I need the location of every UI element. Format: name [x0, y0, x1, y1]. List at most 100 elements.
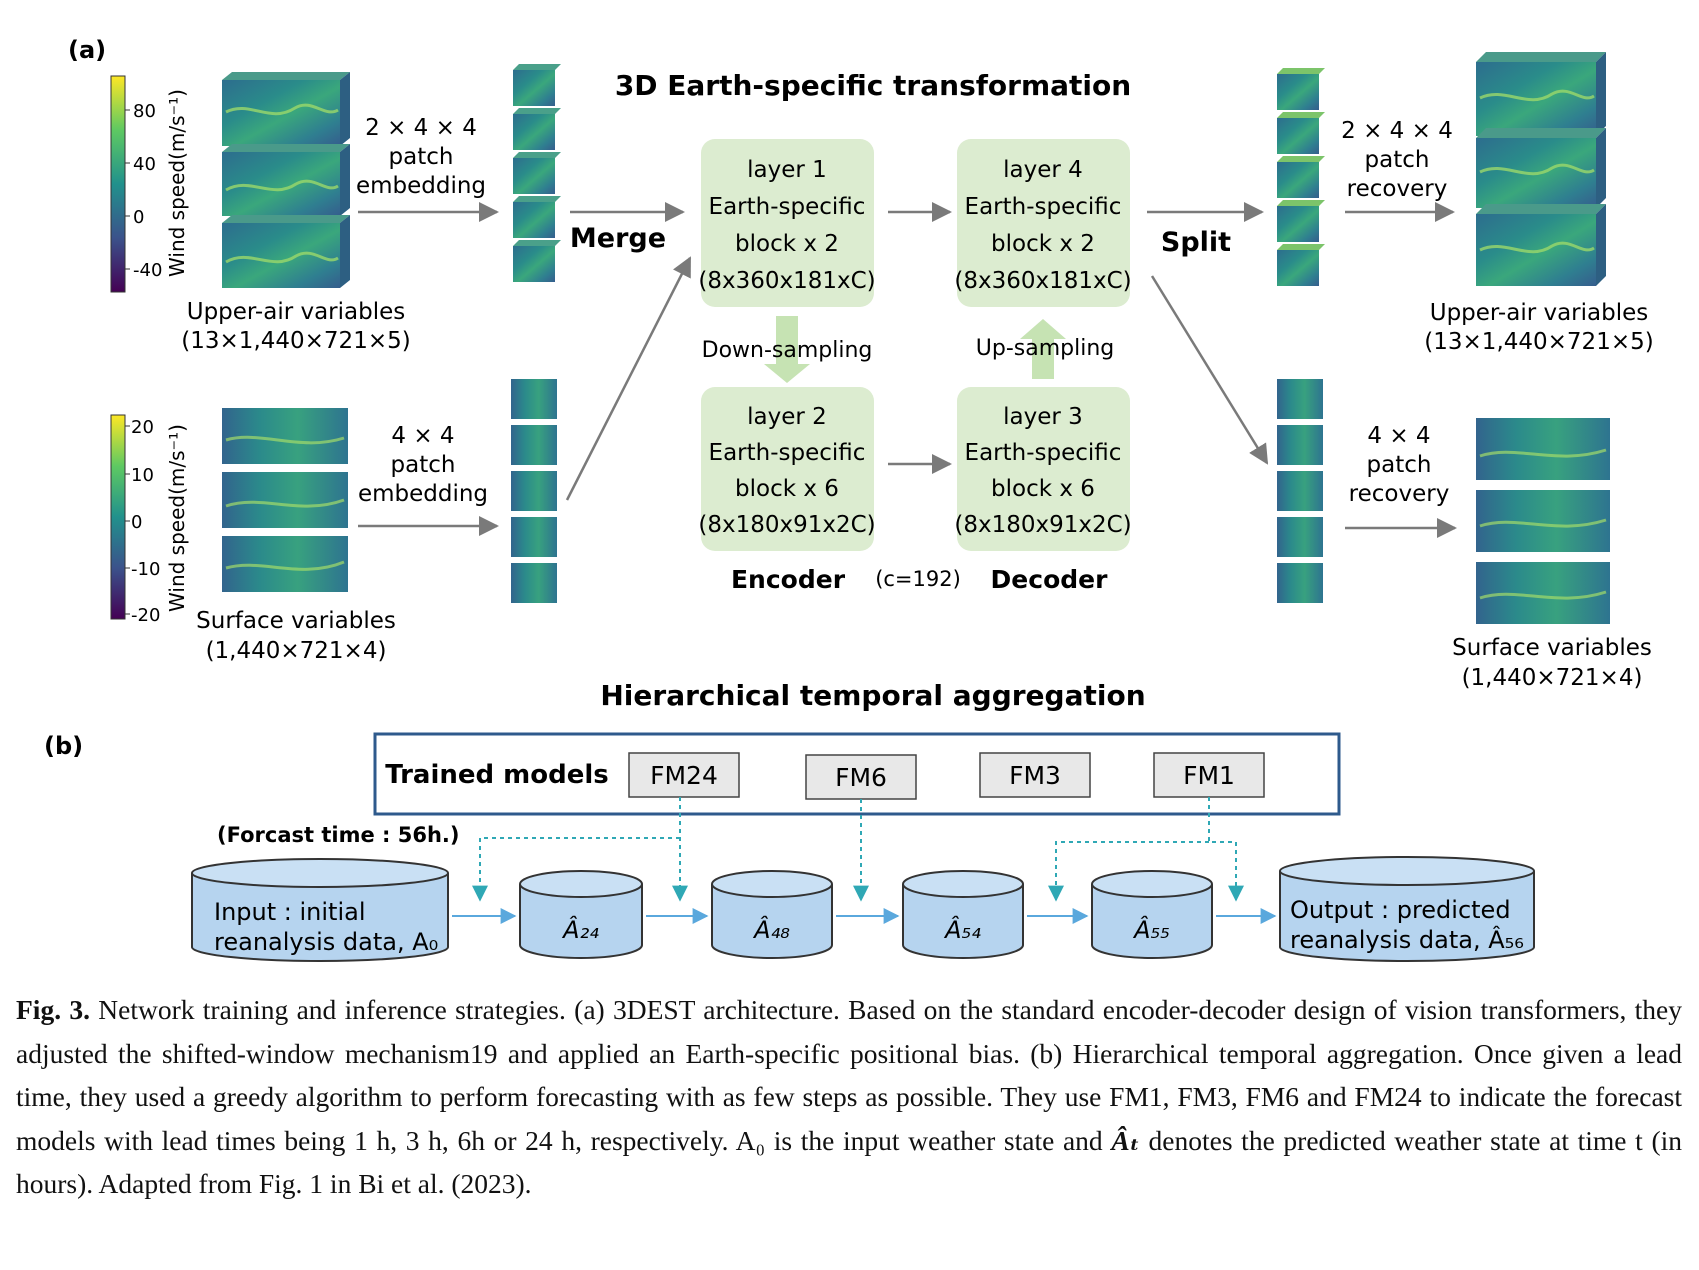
- output-line: Output : predicted: [1290, 896, 1511, 924]
- step-label: Â₄₈: [752, 915, 790, 944]
- forecast-time-label: (Forcast time : 56h.): [217, 823, 459, 847]
- layer-text: layer 3: [1003, 404, 1083, 430]
- model-connectors: [472, 797, 1244, 902]
- surface-output-shape: (1,440×721×4): [1462, 665, 1643, 691]
- input-cylinder: Input : initial reanalysis data, A₀: [191, 858, 449, 962]
- layer-1-block: layer 1 Earth-specific block x 2 (8x360x…: [698, 139, 876, 307]
- c-note: (c=192): [875, 567, 961, 591]
- up-sampling-arrow: [1020, 319, 1066, 379]
- up-sampling-label: Up-sampling: [976, 336, 1114, 361]
- layer-text: layer 2: [747, 404, 827, 430]
- step-label: Â₂₄: [561, 915, 599, 944]
- colorbar-label: Wind speed(m/s⁻¹): [165, 424, 189, 612]
- layer-text: block x 6: [991, 476, 1095, 502]
- encoder-label: Encoder: [731, 565, 846, 594]
- cube-layer: [222, 215, 350, 288]
- model-fm24: FM24: [628, 752, 740, 798]
- model-fm1: FM1: [1153, 752, 1265, 798]
- input-line: reanalysis data, A₀: [214, 928, 438, 956]
- tick-label: 40: [133, 154, 156, 175]
- embed-surface-line: 4 × 4: [391, 423, 454, 449]
- step-label: Â₅₄: [943, 915, 981, 944]
- surface-output-stack: [1476, 418, 1610, 624]
- layer-text: (8x180x91x2C): [954, 512, 1131, 538]
- output-line: reanalysis data, Â₅₆: [1290, 925, 1524, 954]
- tick-label: -10: [131, 559, 160, 580]
- merge-label: Merge: [570, 223, 666, 254]
- model-label: FM1: [1183, 761, 1235, 790]
- caption-symbol: Âₜ: [1111, 1124, 1140, 1156]
- layer-text: Earth-specific: [965, 440, 1122, 466]
- surface-input-stack: [222, 408, 348, 592]
- layer-3-block: layer 3 Earth-specific block x 6 (8x180x…: [954, 387, 1132, 551]
- embed-surface-line: patch: [391, 452, 456, 478]
- down-sampling-arrow: [764, 316, 810, 383]
- step-cylinder-a24: Â₂₄: [519, 870, 643, 959]
- step-cylinder-a54: Â₅₄: [902, 870, 1024, 959]
- cube-layer: [222, 72, 350, 146]
- caption-text: denotes the predicted weather state at t…: [16, 1124, 1682, 1200]
- model-fm6: FM6: [805, 754, 917, 800]
- surface-input-shape: (1,440×721×4): [206, 638, 387, 664]
- tick-label: 10: [131, 465, 154, 486]
- panel-b-title: Hierarchical temporal aggregation: [600, 679, 1145, 712]
- upper-air-input-shape: (13×1,440×721×5): [181, 328, 410, 354]
- panel-a-title: 3D Earth-specific transformation: [615, 69, 1131, 102]
- cube-layer: [1476, 52, 1606, 136]
- upper-air-input-stack: [222, 72, 350, 288]
- surface-output-name: Surface variables: [1452, 635, 1652, 661]
- tick-label: -40: [133, 260, 162, 281]
- tick-label: 80: [133, 101, 156, 122]
- cube-layer: [1476, 128, 1606, 208]
- recover-surface-line: patch: [1367, 452, 1432, 478]
- model-label: FM6: [835, 763, 887, 792]
- panel-a-label: (a): [68, 36, 106, 64]
- colorbar-label: Wind speed(m/s⁻¹): [165, 89, 189, 277]
- layer-text: layer 4: [1003, 157, 1083, 183]
- arrow: [1150, 275, 1269, 465]
- surface-input-name: Surface variables: [196, 608, 396, 634]
- tick-label: 0: [133, 207, 144, 228]
- down-sampling-label: Down-sampling: [702, 338, 873, 363]
- embedded-patches-surface: [511, 379, 557, 603]
- recover-surface-line: recovery: [1349, 481, 1450, 507]
- input-line: Input : initial: [214, 898, 366, 926]
- caption-text: Network training and inference strategie…: [16, 994, 1682, 1156]
- model-label: FM3: [1009, 761, 1061, 790]
- layer-text: (8x360x181xC): [698, 268, 875, 294]
- recover-upper-line: recovery: [1347, 176, 1448, 202]
- upper-air-output-stack: [1476, 52, 1606, 286]
- step-cylinder-a48: Â₄₈: [711, 870, 833, 959]
- upper-air-output-shape: (13×1,440×721×5): [1424, 329, 1653, 355]
- layer-text: (8x360x181xC): [954, 268, 1131, 294]
- colorbar-upper: 80 40 0 -40 Wind speed(m/s⁻¹): [110, 75, 189, 293]
- trained-models-label: Trained models: [385, 760, 609, 790]
- step-label: Â₅₅: [1132, 915, 1170, 944]
- decoder-label: Decoder: [991, 565, 1109, 594]
- layer-text: Earth-specific: [709, 440, 866, 466]
- split-patches-upper: [1277, 68, 1325, 286]
- embedded-patches-upper: [513, 64, 561, 282]
- embed-upper-line: embedding: [356, 173, 486, 199]
- caption-fig-label: Fig. 3.: [16, 994, 90, 1025]
- model-fm3: FM3: [979, 752, 1091, 798]
- embed-surface-line: embedding: [358, 481, 488, 507]
- layer-text: block x 2: [735, 231, 839, 257]
- layer-4-block: layer 4 Earth-specific block x 2 (8x360x…: [954, 139, 1132, 307]
- output-cylinder: Output : predicted reanalysis data, Â₅₆: [1279, 856, 1535, 962]
- recover-upper-line: 2 × 4 × 4: [1341, 118, 1453, 144]
- figure-caption: Fig. 3. Network training and inference s…: [16, 988, 1682, 1206]
- tick-label: 0: [131, 512, 142, 533]
- cube-layer: [1476, 204, 1606, 286]
- layer-2-block: layer 2 Earth-specific block x 6 (8x180x…: [698, 387, 876, 551]
- arrow: [565, 256, 692, 501]
- step-cylinder-a55: Â₅₅: [1091, 870, 1213, 959]
- embed-upper-line: patch: [389, 144, 454, 170]
- split-label: Split: [1161, 227, 1231, 258]
- layer-text: (8x180x91x2C): [698, 512, 875, 538]
- recover-upper-line: patch: [1365, 147, 1430, 173]
- layer-text: block x 6: [735, 476, 839, 502]
- embed-upper-line: 2 × 4 × 4: [365, 115, 477, 141]
- layer-text: block x 2: [991, 231, 1095, 257]
- colorbar-surface: 20 10 0 -10 -20 Wind speed(m/s⁻¹): [110, 414, 189, 626]
